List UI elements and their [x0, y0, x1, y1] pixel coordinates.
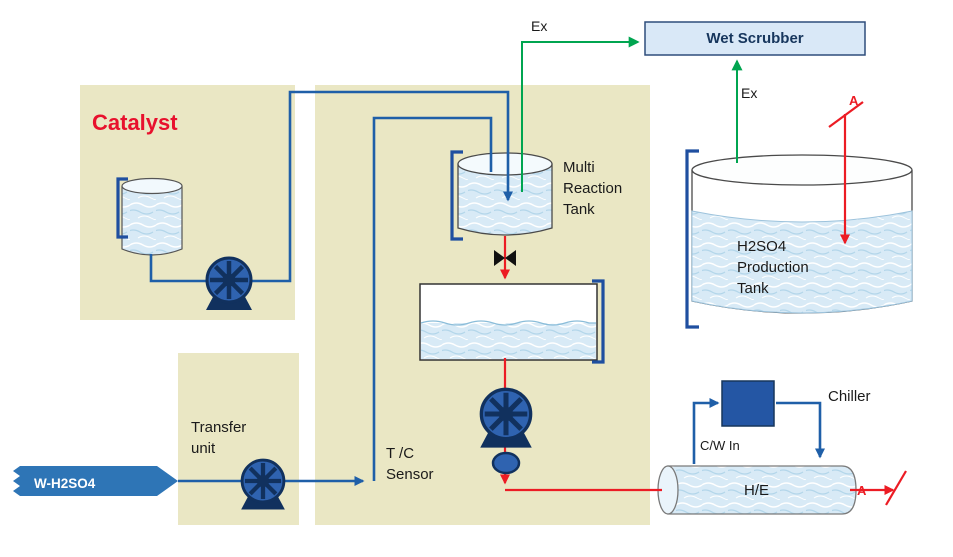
connector-a-bottom-label: A: [857, 483, 867, 498]
ex-scrubber-label: Ex: [531, 18, 548, 34]
multi-reaction-tank-label: Multi Reaction Tank: [563, 159, 623, 218]
pipe-catalyst-to-reactor: [149, 90, 513, 283]
heat-exchanger-label: H/E: [744, 482, 770, 499]
multi-reaction-tank: [457, 152, 553, 236]
bracket-icon: [116, 177, 128, 239]
valve-icon: [494, 250, 516, 266]
connector-a-top-label: A: [849, 93, 859, 108]
bracket-icon: [592, 279, 605, 364]
h2so4-production-tank: [691, 154, 913, 314]
wet-scrubber-box: [644, 21, 866, 56]
catalyst-pump-icon: [206, 258, 252, 310]
transfer-unit-label: Transfer unit: [191, 419, 247, 457]
cw-in-label: C/W In: [700, 438, 740, 453]
pipe-cw-in: [692, 398, 720, 464]
transfer-pump-icon: [241, 460, 285, 509]
support-brackets: [116, 149, 699, 364]
connector-slash-top: [828, 101, 864, 128]
pipe-ex-reactor-to-scrubber: [521, 36, 640, 192]
pipe-transfer-to-reactor: [372, 116, 493, 481]
heat-exchanger: [657, 465, 857, 515]
connector-slash-bottom: [885, 470, 907, 506]
wet-scrubber-label: Wet Scrubber: [706, 30, 804, 47]
bracket-icon: [685, 149, 699, 329]
pipes-green: [521, 36, 743, 192]
buffer-vessel: [419, 283, 598, 361]
tc-sensor-label: T /C Sensor: [386, 445, 434, 483]
reactor-pump-icon: [480, 389, 532, 475]
catalyst-tank: [121, 177, 183, 256]
feed-banner: [13, 466, 178, 496]
catalyst-label: Catalyst: [92, 110, 178, 135]
ex-tank-label: Ex: [741, 85, 758, 101]
bracket-icon: [450, 150, 463, 241]
chiller-box: [721, 380, 775, 427]
pipes-blue: [149, 90, 825, 486]
h2so4-production-tank-label: H2SO4 Production Tank: [737, 238, 809, 297]
chiller-label: Chiller: [828, 388, 871, 405]
pipe-cw-return: [776, 401, 825, 459]
feed-label: W-H2SO4: [34, 476, 96, 491]
